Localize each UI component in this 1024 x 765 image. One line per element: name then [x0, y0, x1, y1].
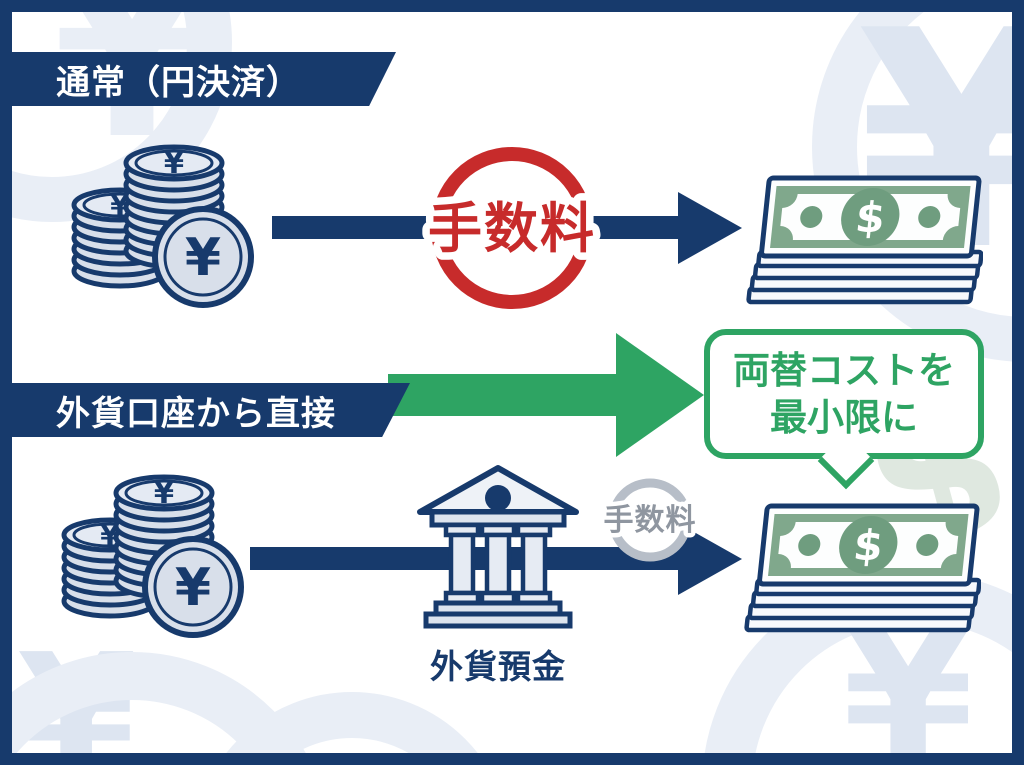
bill-stack: $: [746, 175, 983, 305]
banner-normal-settlement: 通常（円決済）: [12, 52, 396, 106]
yen-coins-icon-top: ¥ ¥ ¥: [71, 144, 254, 308]
small-fee-stamp-icon: 手数料: [599, 478, 700, 562]
svg-text:手数料: 手数料: [428, 197, 596, 260]
bank-label: 外貨預金: [408, 640, 588, 688]
flow-arrow-top-head: [678, 192, 742, 264]
banner-normal-label: 通常（円決済）: [56, 62, 301, 103]
svg-text:¥: ¥: [154, 476, 174, 510]
yen-coins-icon-bottom: ¥ ¥ ¥: [61, 474, 244, 638]
coin-front: ¥: [152, 206, 254, 308]
direct-arrow-shaft: [388, 374, 618, 416]
dollar-bills-icon-top: $: [746, 175, 983, 305]
banner-direct-from-fx-account: 外貨口座から直接: [12, 383, 410, 437]
bill-stack: $: [744, 503, 981, 633]
banner-direct-label: 外貨口座から直接: [56, 393, 336, 434]
callout-line1: 両替コストを: [733, 348, 955, 392]
svg-text:$: $: [853, 193, 887, 242]
callout-line2: 最小限に: [770, 396, 918, 439]
bank-columns: [443, 522, 553, 606]
svg-text:¥: ¥: [185, 228, 221, 288]
svg-text:¥: ¥: [175, 558, 211, 618]
bank-label-text: 外貨預金: [430, 647, 566, 686]
watermark-coin-ring-bottom-left-2: [192, 692, 512, 753]
coin-front: ¥: [142, 536, 244, 638]
svg-text:¥: ¥: [164, 146, 184, 180]
watermark-coin-ring-bottom-left: [12, 652, 332, 753]
direct-arrow-head: [616, 333, 704, 457]
svg-text:手数料: 手数料: [604, 503, 697, 538]
bank-icon: [417, 465, 579, 629]
dollar-bills-icon-bottom: $: [744, 503, 981, 633]
fee-stamp-icon: 手数料: [421, 147, 602, 309]
svg-text:$: $: [851, 521, 885, 570]
watermark-yen-icon-bottom-left: ¥: [17, 618, 136, 765]
